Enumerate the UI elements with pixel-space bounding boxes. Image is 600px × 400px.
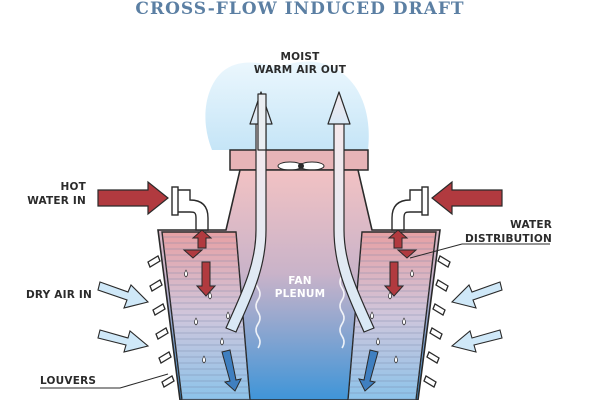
- hot-water-flow-right: [383, 229, 418, 297]
- label-water-1: WATER: [510, 219, 552, 231]
- water-droplets-right: [370, 269, 414, 364]
- label-fan-2: PLENUM: [275, 288, 326, 300]
- label-dry-air: DRY AIR IN: [26, 289, 92, 301]
- label-water-2: DISTRIBUTION: [465, 233, 552, 245]
- hot-water-in-arrow-right: [431, 180, 503, 216]
- water-pipe-left: [171, 186, 209, 231]
- label-moist-2: WARM AIR OUT: [254, 64, 347, 76]
- dry-air-in-arrows-left: [97, 281, 150, 353]
- label-louvers: LOUVERS: [40, 375, 96, 387]
- diagram-labels: MOIST WARM AIR OUT HOT WATER IN WATER DI…: [26, 51, 552, 387]
- hot-water-in-arrow-left: [97, 180, 169, 216]
- label-fan-1: FAN: [288, 275, 311, 287]
- moist-air-out-arrows: [257, 93, 267, 151]
- moist-air-plume: [205, 61, 369, 150]
- label-leader-lines: [40, 243, 550, 389]
- water-droplets-left: [184, 269, 230, 364]
- diagram-title: CROSS-FLOW INDUCED DRAFT: [135, 0, 464, 19]
- right-louvers: [423, 255, 451, 388]
- left-louvers: [147, 255, 175, 388]
- fan-hub: [298, 163, 304, 169]
- hot-water-flow-left: [182, 229, 217, 297]
- label-hot-2: WATER IN: [27, 195, 86, 207]
- dry-air-in-arrows-right: [450, 281, 503, 353]
- cold-water-flow-arrows: [221, 349, 379, 392]
- label-hot-1: HOT: [61, 181, 87, 193]
- water-pipe-right: [391, 186, 429, 231]
- label-moist-1: MOIST: [280, 51, 320, 63]
